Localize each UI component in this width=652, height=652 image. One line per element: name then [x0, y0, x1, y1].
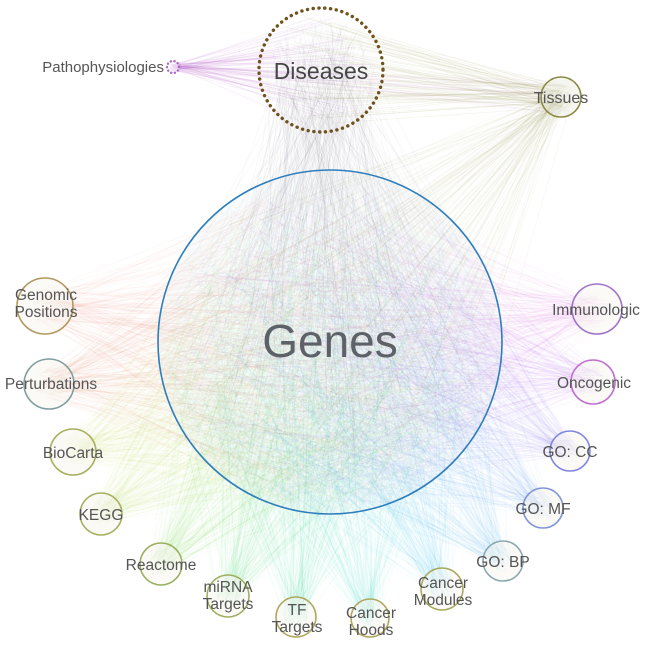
node-genes[interactable]: Genes [157, 169, 503, 515]
node-circle-biocarta [49, 428, 97, 476]
node-circle-genomic-positions [16, 277, 74, 335]
node-diseases[interactable]: Diseases [257, 6, 385, 134]
node-circle-tissues [540, 76, 582, 118]
node-label-genes: Genes [262, 315, 398, 367]
node-label-go-cc: GO: CC [542, 444, 597, 461]
node-tissues[interactable]: Tissues [534, 76, 589, 118]
node-circle-kegg [79, 492, 123, 536]
node-circle-genes [157, 169, 503, 515]
edge-bundle-cancer-modules-genes [178, 183, 486, 602]
edge-bundle-go-mf-genes [172, 186, 555, 521]
node-circle-cancer-hoods [350, 598, 390, 638]
node-oncogenic[interactable]: Oncogenic [557, 359, 631, 405]
node-label-kegg: KEGG [79, 507, 124, 524]
edge-bundle-tissues-genes [166, 85, 573, 503]
node-label-go-mf: GO: MF [515, 501, 570, 518]
node-circle-perturbations [23, 358, 75, 410]
node-label-perturbations: Perturbations [5, 376, 97, 393]
node-pathophysiologies[interactable]: Pathophysiologies [42, 59, 181, 76]
edge-bundle-pathophysiologies-tissues [168, 63, 575, 115]
edge-bundle-oncogenic-genes [173, 180, 606, 496]
edge-bundle-diseases-genes [167, 17, 492, 506]
edge-bundle-kegg-genes [89, 178, 493, 526]
node-circle-cancer-modules [420, 567, 464, 611]
node-circle-go-bp [482, 540, 524, 582]
edge-bundle-tissues-diseases [270, 16, 572, 124]
node-go-mf[interactable]: GO: MF [515, 487, 571, 529]
edge-bundle-biocarta-genes [59, 193, 487, 507]
node-circle-tf-targets [275, 596, 317, 638]
node-circle-reactome [139, 542, 183, 586]
node-label-tissues: Tissues [534, 90, 589, 107]
node-circle-go-mf [522, 487, 564, 529]
node-circle-go-cc [549, 430, 591, 472]
node-label-biocarta: BioCarta [43, 445, 104, 462]
node-go-bp[interactable]: GO: BP [476, 540, 530, 582]
node-label-oncogenic: Oncogenic [557, 375, 631, 392]
edge-bundle-reactome-genes [148, 181, 493, 576]
node-immunologic[interactable]: Immunologic [552, 283, 640, 335]
node-label-reactome: Reactome [126, 557, 197, 574]
node-circle-diseases [257, 6, 385, 134]
edge-bundle-tf-targets-genes [166, 195, 490, 629]
node-label-immunologic: Immunologic [552, 302, 640, 319]
edge-bundle-immunologic-genes [180, 187, 611, 509]
node-circle-pathophysiologies [165, 59, 181, 75]
node-label-pathophysiologies: Pathophysiologies [42, 59, 164, 76]
edge-bundle-pathophysiologies-diseases [168, 16, 374, 125]
node-circle-immunologic [571, 283, 623, 335]
node-biocarta[interactable]: BioCarta [43, 428, 104, 476]
edge-bundles [29, 16, 611, 629]
nodes: Genes Diseases PathophysiologiesTissuesGen… [5, 6, 640, 639]
node-circle-oncogenic [570, 359, 616, 405]
node-label-go-bp: GO: BP [476, 554, 529, 571]
edge-bundle-mirna-targets-genes [166, 183, 492, 609]
node-circle-mirna-targets [206, 574, 250, 618]
node-label-diseases: Diseases [274, 58, 369, 84]
node-kegg[interactable]: KEGG [79, 492, 124, 536]
node-perturbations[interactable]: Perturbations [5, 358, 97, 410]
edge-bundle-go-cc-genes [168, 183, 582, 498]
edge-bundle-go-bp-genes [168, 183, 515, 573]
node-reactome[interactable]: Reactome [126, 542, 197, 586]
node-go-cc[interactable]: GO: CC [542, 430, 598, 472]
